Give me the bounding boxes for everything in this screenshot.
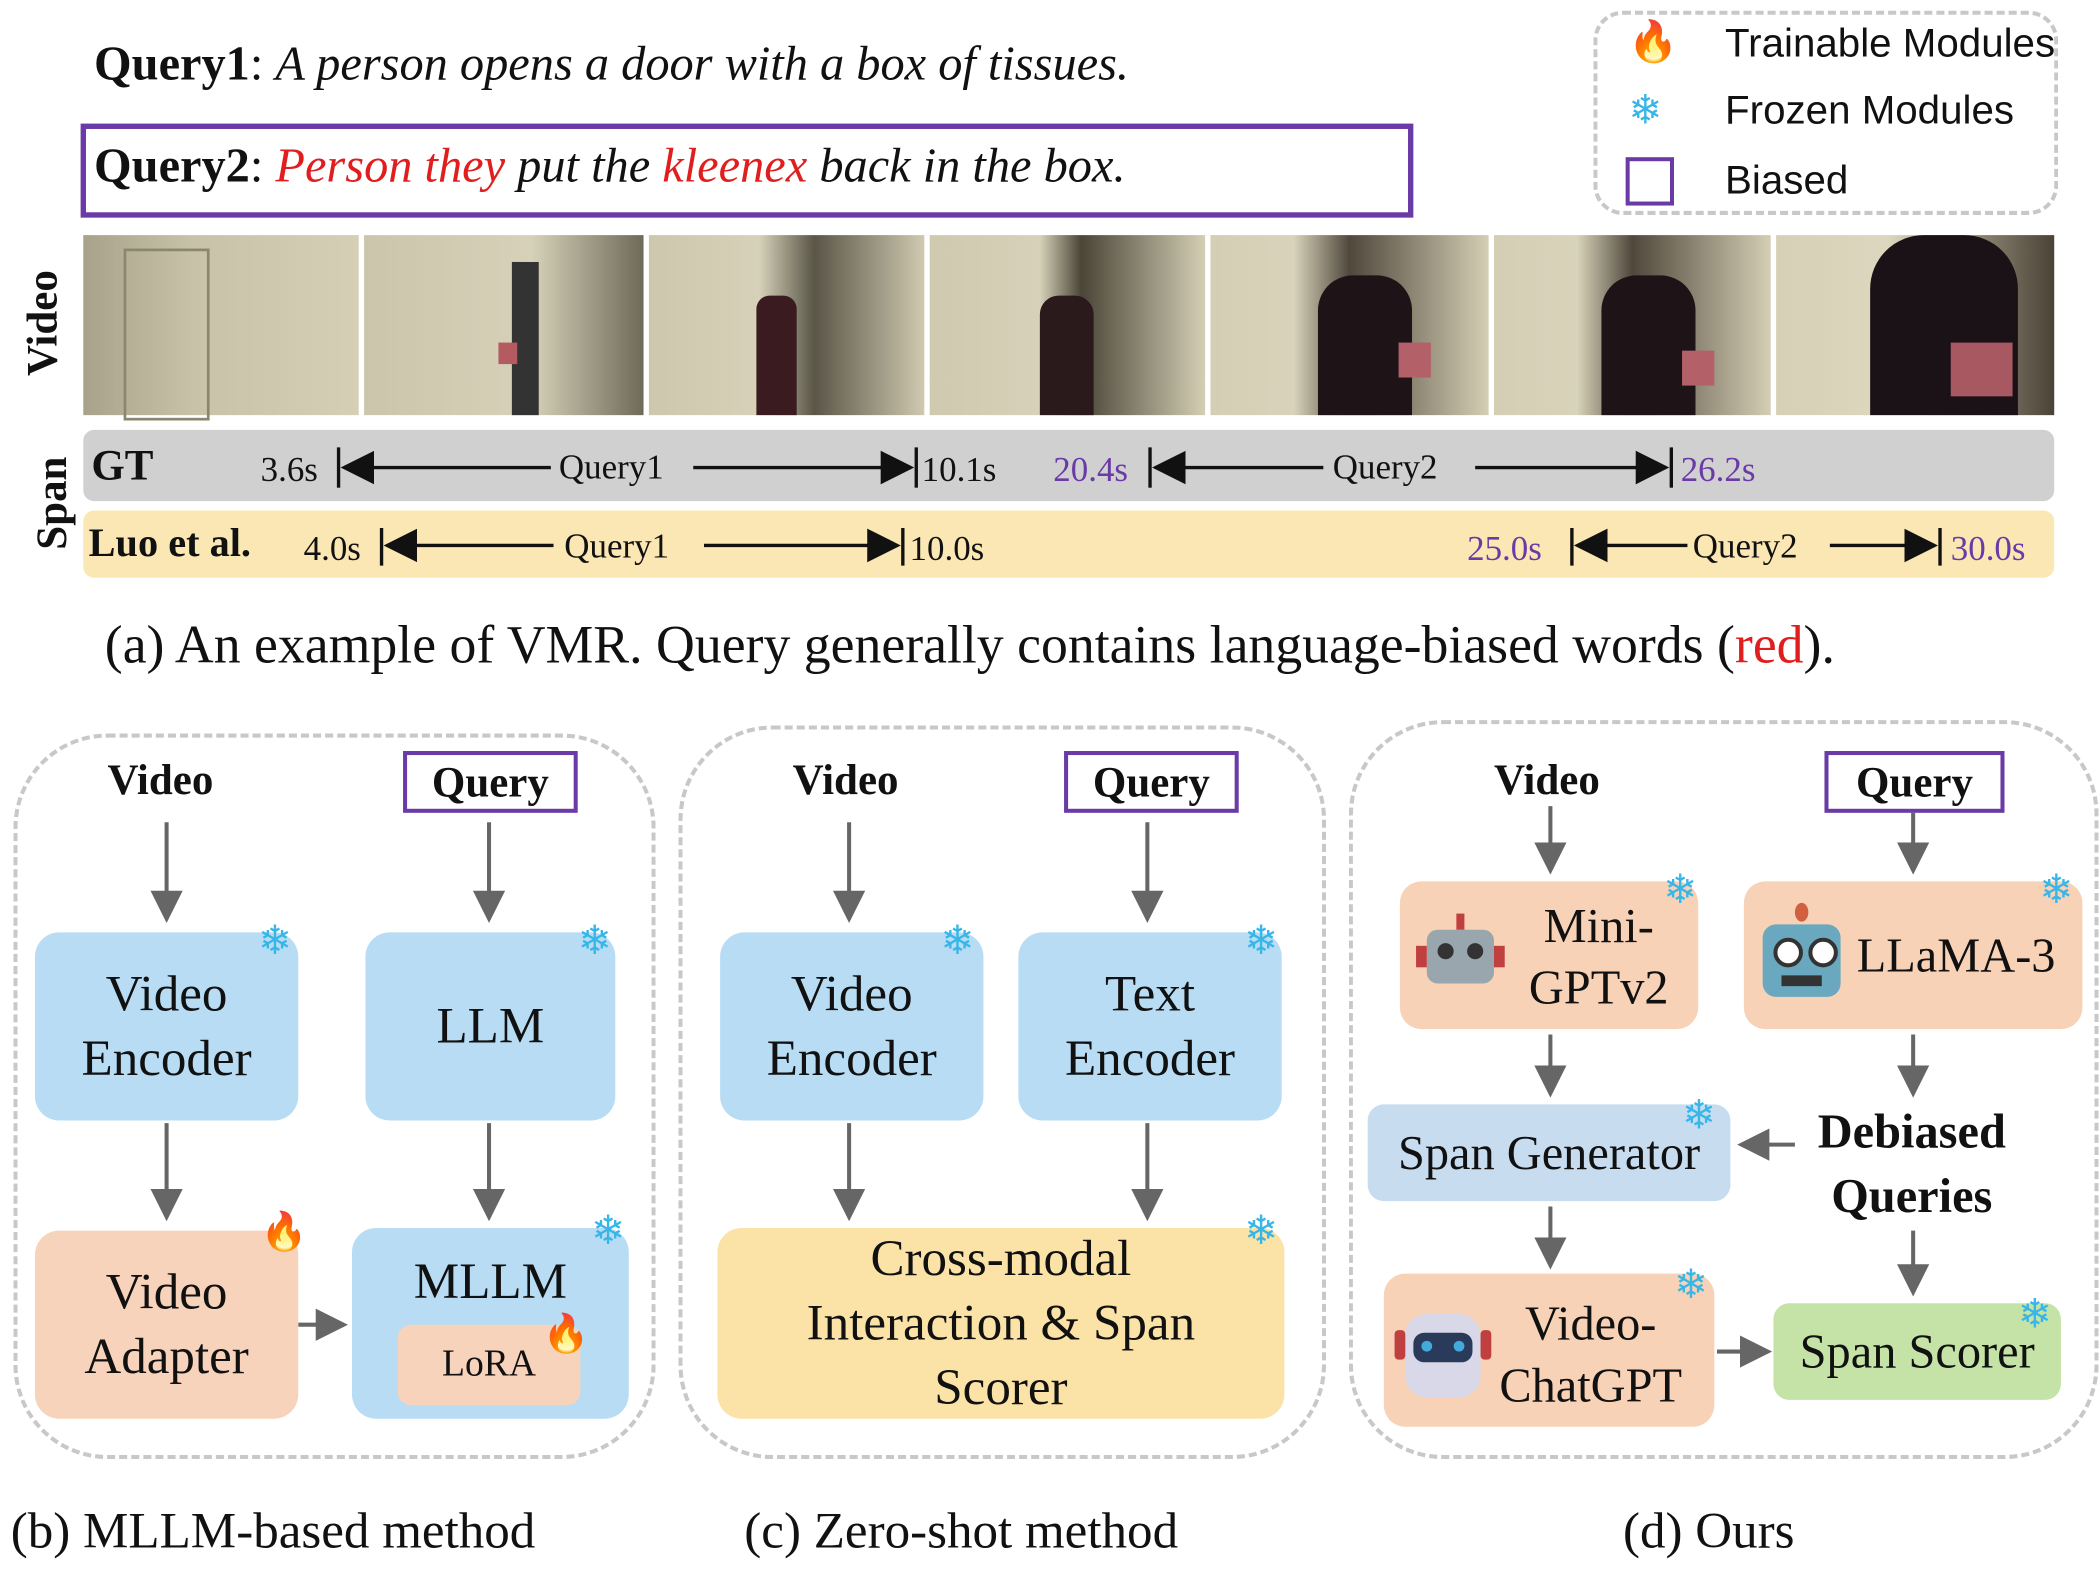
gt-bar — [83, 429, 2055, 502]
panel-d — [1348, 720, 2099, 1460]
luo-q2-start: 25.0s — [1467, 529, 1542, 569]
b-video-encoder: Video Encoder — [34, 932, 299, 1121]
gt-q2-end: 26.2s — [1680, 450, 1756, 490]
b-video-adapter: Video Adapter — [34, 1230, 299, 1419]
b-mllm-snowflake-icon: ❄ — [591, 1209, 625, 1254]
b-mllm-label: MLLM — [413, 1253, 567, 1310]
biased-words-2: kleenex — [662, 138, 808, 193]
b-query-box: Query — [403, 751, 578, 813]
d-span-generator: Span Generator — [1367, 1104, 1731, 1202]
c-query-box: Query — [1064, 751, 1239, 813]
query2-label: Query2 — [94, 138, 250, 193]
c-cm-snowflake-icon: ❄ — [1244, 1209, 1278, 1254]
gt-q2-label: Query2 — [1332, 447, 1438, 487]
luo-q2-end: 30.0s — [1950, 529, 2026, 569]
panel-c — [678, 725, 1327, 1460]
d-minigpt-label: Mini- GPTv2 — [1528, 898, 1669, 1015]
caption-a-red: red — [1734, 613, 1804, 675]
d-debiased-queries: Debiased Queries — [1817, 1104, 2006, 1223]
c-cross-modal: Cross-modal Interaction & Span Scorer — [717, 1227, 1285, 1419]
caption-a-post: ). — [1803, 613, 1835, 675]
snowflake-icon: ❄ — [1628, 88, 1663, 134]
luo-q1-end: 10.0s — [909, 529, 985, 569]
video-frame-6 — [1493, 235, 1771, 416]
b-lora: LoRA — [397, 1324, 581, 1406]
query2-text-1: put the — [505, 138, 663, 193]
legend-biased: Biased — [1725, 158, 1849, 203]
b-video-header: Video — [107, 755, 214, 804]
d-video-chatgpt-label: Video- ChatGPT — [1499, 1296, 1683, 1413]
b-llm: LLM — [365, 932, 616, 1121]
d-span-scorer: Span Scorer — [1773, 1303, 2061, 1400]
video-frame-7 — [1776, 235, 2055, 416]
query2-line: Query2: Person they put the kleenex back… — [94, 138, 1126, 193]
gt-q1-start: 3.6s — [260, 450, 318, 490]
biased-square-icon — [1625, 157, 1675, 206]
d-sg-snowflake-icon: ❄ — [1682, 1093, 1716, 1138]
d-llama-robot-icon — [1755, 900, 1849, 1005]
video-frame-1 — [83, 235, 359, 421]
gt-q2-start: 20.4s — [1053, 450, 1129, 490]
query2-box — [80, 123, 1414, 218]
gt-q1-label: Query1 — [558, 447, 664, 487]
d-llama-snowflake-icon: ❄ — [2039, 867, 2074, 913]
c-video-header: Video — [792, 755, 899, 804]
c-text-encoder: Text Encoder — [1018, 932, 1282, 1121]
d-query-box: Query — [1824, 751, 2005, 813]
biased-words-1: Person they — [275, 138, 506, 193]
legend-frozen: Frozen Modules — [1725, 88, 2015, 134]
c-video-encoder: Video Encoder — [720, 932, 984, 1121]
d-ss-snowflake-icon: ❄ — [2017, 1292, 2052, 1337]
luo-q1-start: 4.0s — [303, 529, 361, 569]
d-video-header: Video — [1493, 755, 1600, 804]
d-chatgpt-robot-icon — [1394, 1303, 1492, 1408]
video-frame-3 — [648, 235, 925, 416]
legend-box — [1593, 10, 2059, 215]
c-ve-snowflake-icon: ❄ — [940, 918, 975, 964]
luo-label: Luo et al. — [88, 521, 252, 566]
legend-trainable: Trainable Modules — [1725, 21, 2056, 66]
d-minigpt-robot-icon — [1413, 913, 1507, 1000]
gt-label: GT — [91, 440, 154, 490]
caption-a: (a) An example of VMR. Query generally c… — [105, 613, 1835, 676]
span-arrows — [336, 447, 1942, 566]
query1-text: A person opens a door with a box of tiss… — [275, 36, 1130, 91]
luo-q2-label: Query2 — [1692, 526, 1798, 566]
d-minigpt-snowflake-icon: ❄ — [1663, 867, 1698, 913]
b-ve-snowflake-icon: ❄ — [257, 918, 292, 964]
b-adapter-fire-icon: 🔥 — [260, 1211, 308, 1254]
caption-b: (b) MLLM-based method — [10, 1503, 536, 1560]
c-te-snowflake-icon: ❄ — [1244, 918, 1278, 964]
gt-q1-end: 10.1s — [921, 450, 997, 490]
b-llm-snowflake-icon: ❄ — [577, 918, 612, 964]
panel-b — [13, 733, 656, 1460]
video-frame-4 — [929, 235, 1206, 416]
b-lora-fire-icon: 🔥 — [542, 1313, 590, 1356]
d-vc-snowflake-icon: ❄ — [1674, 1262, 1708, 1308]
video-frame-2 — [364, 235, 644, 416]
query2-text-2: back in the box. — [807, 138, 1126, 193]
caption-d: (d) Ours — [1622, 1503, 1795, 1560]
query1-line: Query1: A person opens a door with a box… — [94, 36, 1130, 91]
query1-label: Query1 — [94, 36, 250, 91]
luo-q1-label: Query1 — [564, 526, 670, 566]
caption-c: (c) Zero-shot method — [744, 1503, 1179, 1560]
caption-a-pre: (a) An example of VMR. Query generally c… — [104, 613, 1735, 675]
fire-icon: 🔥 — [1628, 20, 1679, 65]
video-frame-5 — [1210, 235, 1489, 416]
d-llama-label: LLaMA-3 — [1856, 928, 2056, 983]
